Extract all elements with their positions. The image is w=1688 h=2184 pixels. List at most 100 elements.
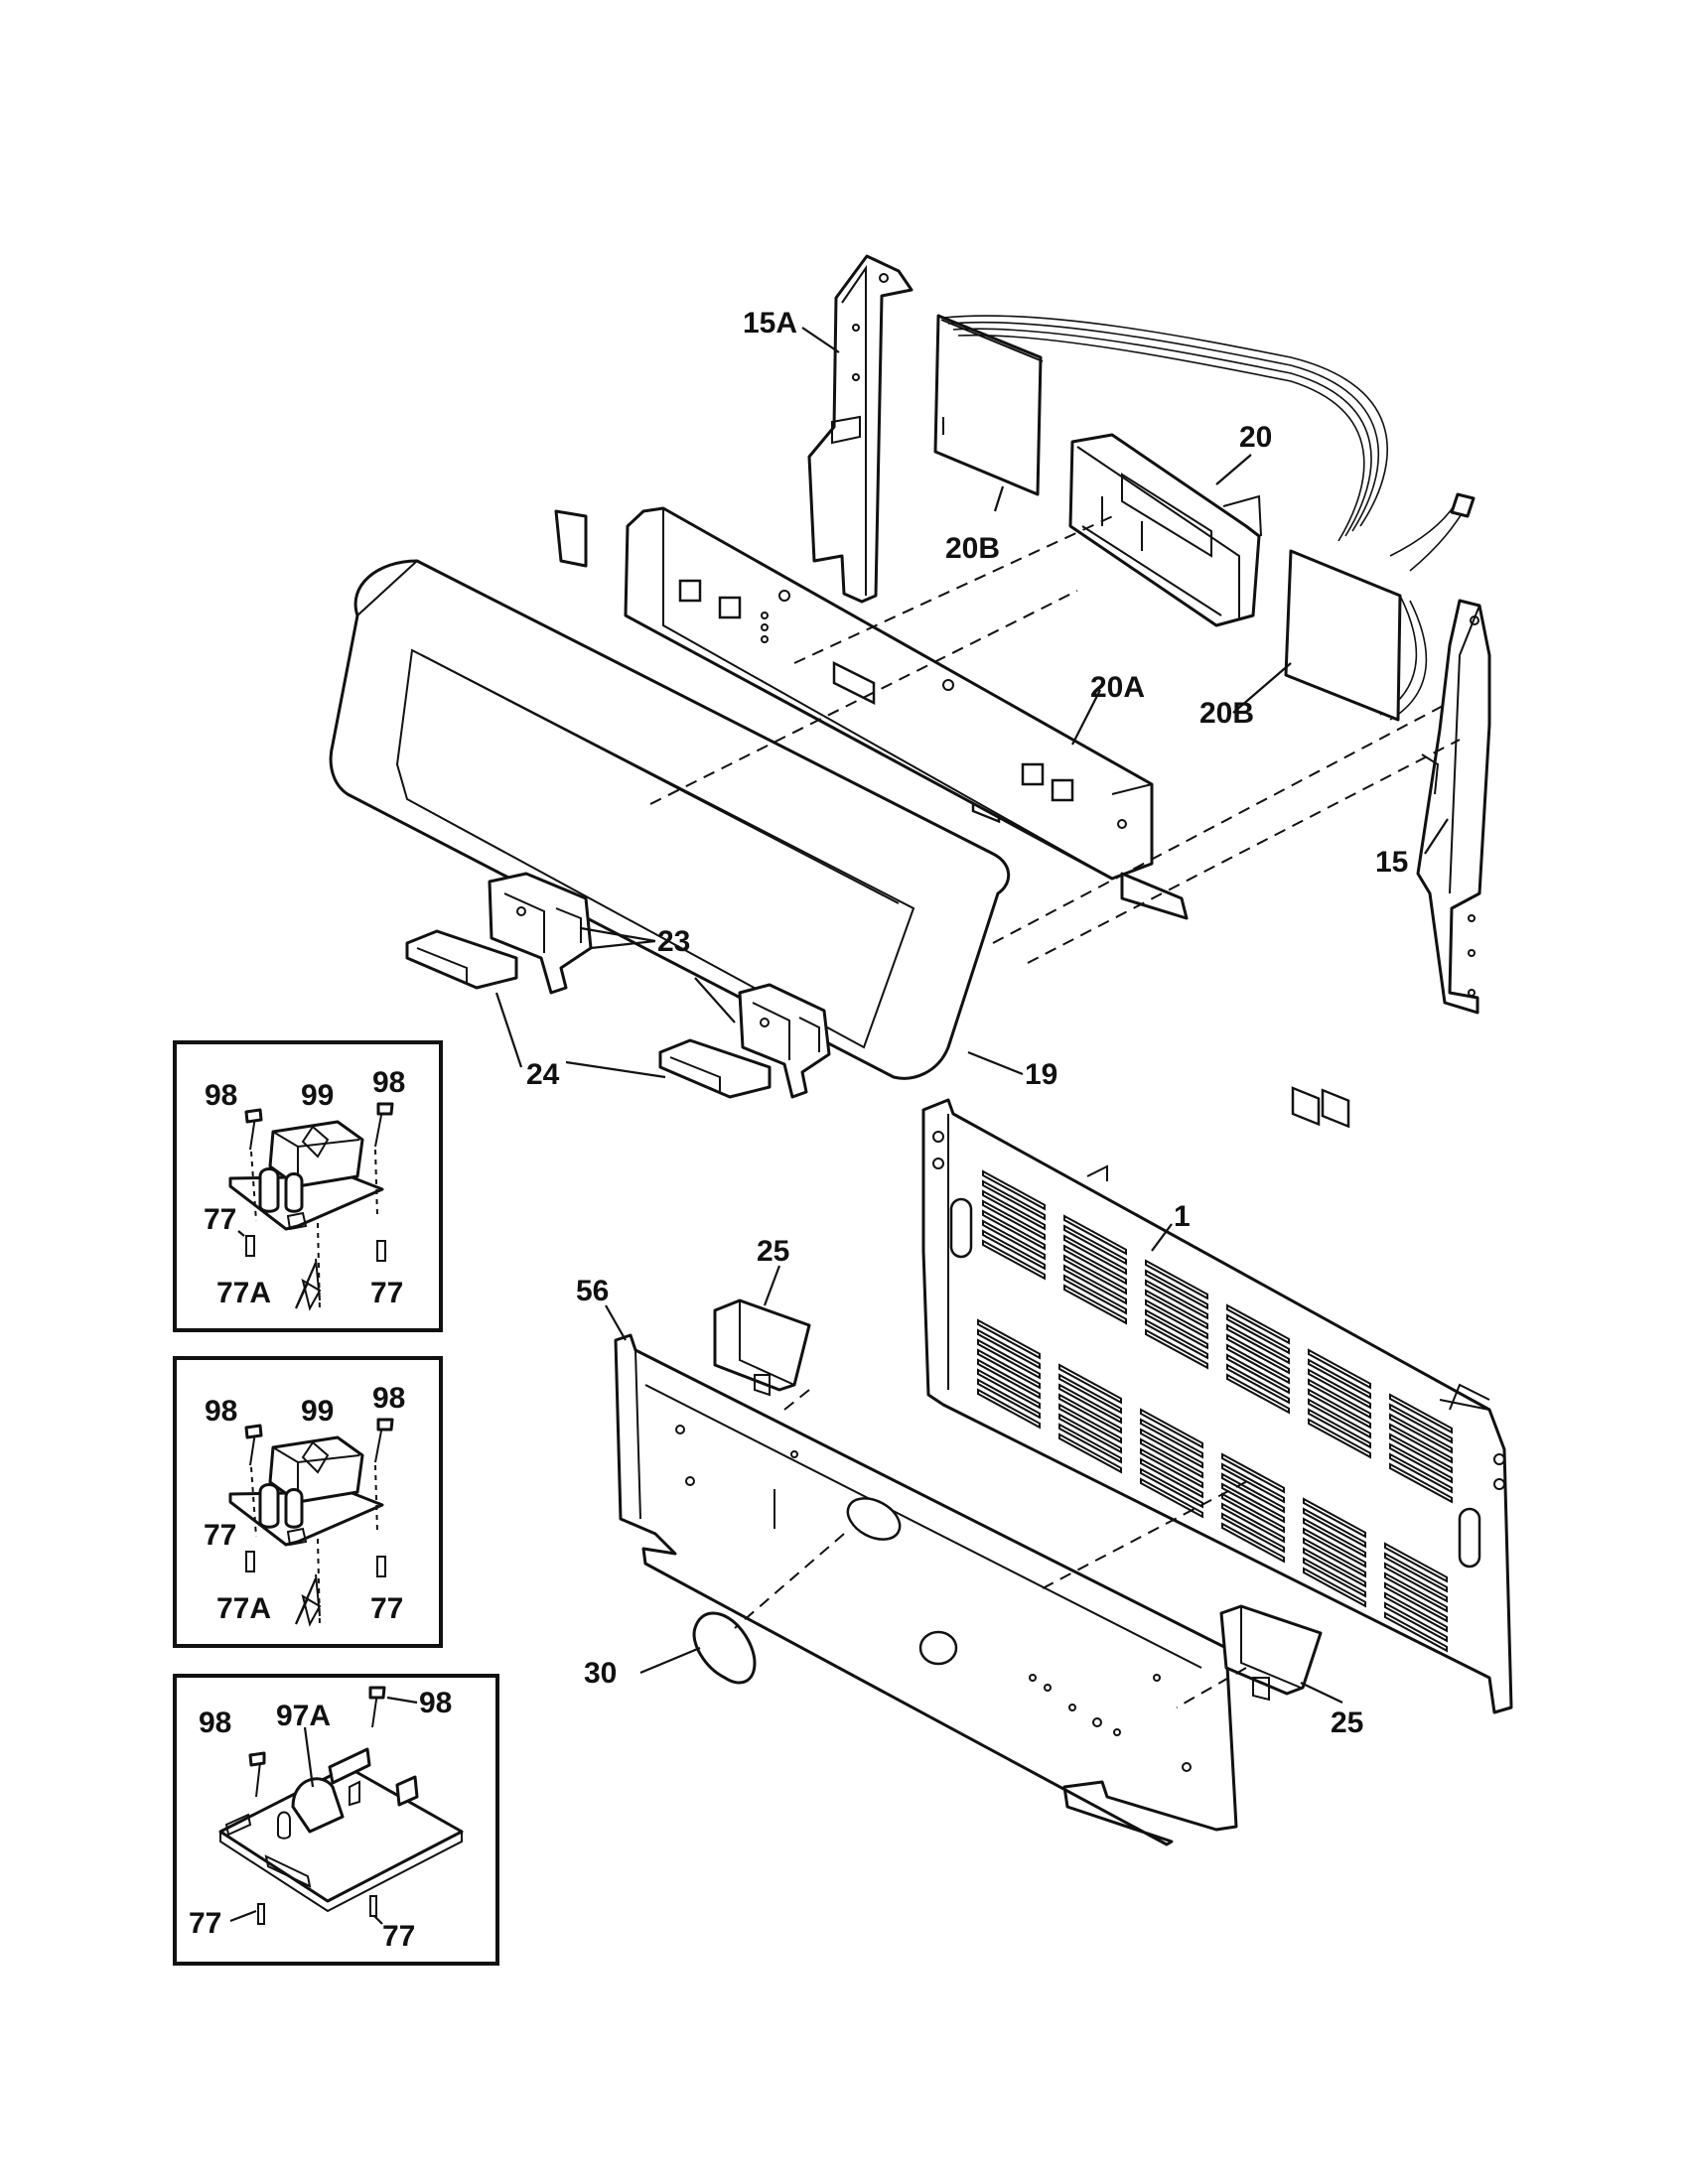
louver-slot xyxy=(1145,1269,1208,1310)
inset1-callout-98-right: 98 xyxy=(372,1066,405,1099)
louver-slot xyxy=(1389,1433,1453,1474)
louver-slot xyxy=(982,1219,1046,1261)
inset3-callout-98-right: 98 xyxy=(419,1687,452,1719)
louver-slot xyxy=(1145,1298,1208,1340)
cap-24-lower xyxy=(658,1038,772,1099)
callout-56: 56 xyxy=(576,1275,609,1307)
backguard-trim-19 xyxy=(329,559,1011,1080)
louver-slot xyxy=(1145,1318,1208,1360)
callout-15a: 15A xyxy=(743,307,797,340)
louver-slot xyxy=(1058,1373,1122,1415)
louver-slot xyxy=(977,1358,1041,1400)
louver-slot xyxy=(977,1348,1041,1390)
control-module-20 xyxy=(1068,433,1262,627)
louver-slot xyxy=(1058,1423,1122,1464)
louver-slot xyxy=(982,1179,1046,1221)
louver-slot xyxy=(977,1318,1041,1360)
louver-slot xyxy=(1384,1562,1448,1603)
louver-slot xyxy=(1308,1418,1371,1459)
hole-plug-30 xyxy=(692,1611,757,1685)
bracket-25-upper xyxy=(713,1298,811,1397)
louver-slot xyxy=(1226,1313,1290,1355)
louver-slot xyxy=(1221,1472,1285,1514)
louver-slot xyxy=(1145,1289,1208,1330)
leader-lines xyxy=(494,327,1449,1704)
louver-slot xyxy=(1303,1527,1366,1569)
louver-slot xyxy=(982,1239,1046,1281)
callout-19: 19 xyxy=(1025,1058,1057,1091)
louver-slot xyxy=(1384,1611,1448,1653)
inset-box-2: 98 99 98 77 77A 77 xyxy=(173,1356,443,1648)
louver-slot xyxy=(1063,1244,1127,1286)
louver-slot xyxy=(1221,1462,1285,1504)
louver-slot xyxy=(1140,1418,1203,1459)
louver-slot xyxy=(1063,1284,1127,1325)
panel-louvers xyxy=(977,1169,1453,1653)
louver-slot xyxy=(1303,1547,1366,1588)
louver-slot xyxy=(1058,1383,1122,1425)
callout-23: 23 xyxy=(657,925,690,958)
louver-slot xyxy=(1308,1348,1371,1390)
louver-slot xyxy=(1226,1303,1290,1345)
bracket-25-lower xyxy=(1219,1604,1323,1702)
inset3-callout-97a: 97A xyxy=(276,1700,331,1732)
louver-slot xyxy=(1308,1388,1371,1430)
louver-slot xyxy=(1384,1581,1448,1623)
louver-slot xyxy=(1303,1557,1366,1598)
louver-slot xyxy=(1389,1423,1453,1464)
louver-slot xyxy=(1389,1413,1453,1454)
louver-slot xyxy=(1308,1408,1371,1449)
louver-slot xyxy=(1226,1373,1290,1415)
callout-25-bottom: 25 xyxy=(1331,1706,1363,1739)
louver-slot xyxy=(1226,1363,1290,1405)
inset1-callout-98-left: 98 xyxy=(205,1079,237,1112)
inset1-callout-77-left: 77 xyxy=(204,1203,236,1236)
louver-slot xyxy=(1308,1358,1371,1400)
inset3-callout-98-left: 98 xyxy=(199,1706,231,1739)
louver-slot xyxy=(1389,1403,1453,1444)
louver-slot xyxy=(1140,1477,1203,1519)
louver-slot xyxy=(1389,1462,1453,1504)
callout-20b-top: 20B xyxy=(945,532,1000,565)
louver-slot xyxy=(982,1199,1046,1241)
louver-slot xyxy=(1058,1363,1122,1405)
inset-box-1: 98 99 98 77 77A 77 xyxy=(173,1040,443,1332)
louver-slot xyxy=(1145,1279,1208,1320)
louver-slot xyxy=(1058,1393,1122,1434)
louver-slot xyxy=(1389,1442,1453,1484)
louver-slot xyxy=(1140,1457,1203,1499)
louver-slot xyxy=(1140,1437,1203,1479)
louver-slot xyxy=(1063,1214,1127,1256)
inset3-callout-77-right: 77 xyxy=(382,1920,415,1953)
louver-slot xyxy=(1308,1368,1371,1410)
louver-slot xyxy=(1303,1567,1366,1608)
inset1-callout-77-right: 77 xyxy=(370,1277,403,1309)
louver-slot xyxy=(1063,1264,1127,1305)
louver-slot xyxy=(1058,1413,1122,1454)
louver-slot xyxy=(1058,1403,1122,1444)
louver-slot xyxy=(1389,1393,1453,1434)
alignment-lines xyxy=(649,513,1461,1708)
louver-slot xyxy=(1221,1482,1285,1524)
louver-slot xyxy=(1140,1447,1203,1489)
louver-slot xyxy=(982,1229,1046,1271)
louver-slot xyxy=(1140,1408,1203,1449)
louver-slot xyxy=(982,1209,1046,1251)
louver-slot xyxy=(977,1388,1041,1430)
louver-slot xyxy=(1063,1234,1127,1276)
bracket-23-lower xyxy=(738,983,831,1099)
inset2-callout-77-left: 77 xyxy=(204,1519,236,1552)
callout-30: 30 xyxy=(584,1657,617,1690)
louver-slot xyxy=(1226,1323,1290,1365)
inset2-callout-99: 99 xyxy=(301,1395,334,1428)
louver-slot xyxy=(1145,1259,1208,1300)
inset1-callout-77a: 77A xyxy=(216,1277,271,1309)
mounting-panel-56 xyxy=(614,1333,1238,1846)
louver-slot xyxy=(1221,1452,1285,1494)
louver-slot xyxy=(1384,1542,1448,1583)
louver-slot xyxy=(1226,1353,1290,1395)
callout-20: 20 xyxy=(1239,421,1272,454)
end-bracket-15a xyxy=(807,254,914,604)
louver-slot xyxy=(1145,1308,1208,1350)
louver-slot xyxy=(1226,1343,1290,1385)
